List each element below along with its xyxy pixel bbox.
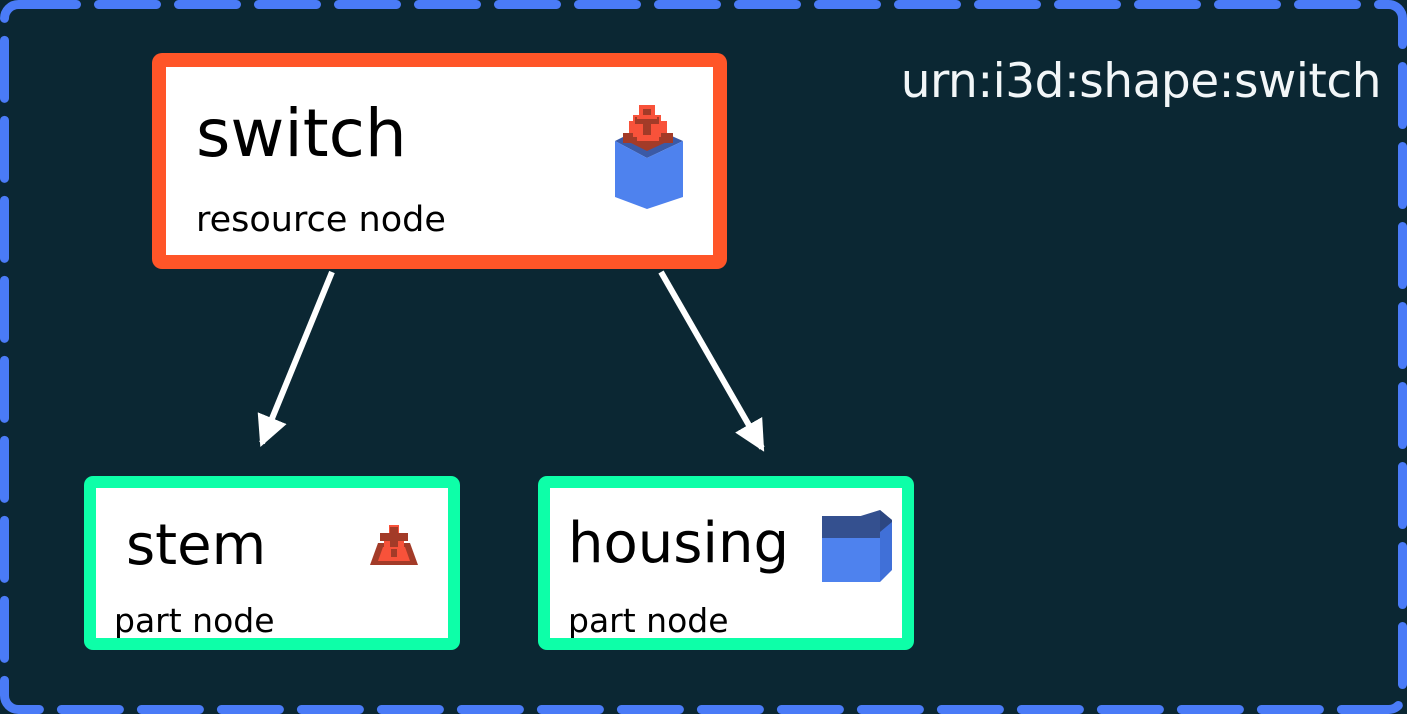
housing-cube-icon [818,506,896,592]
node-housing[interactable]: housing part node [538,476,914,650]
graph-title: urn:i3d:shape:switch [900,54,1382,109]
node-stem[interactable]: stem part node [84,476,460,650]
node-housing-kind: part node [568,601,729,638]
node-stem-kind: part node [114,601,275,638]
node-housing-body: housing part node [550,488,902,638]
edge-switch-to-stem [257,270,335,448]
node-switch-kind: resource node [196,200,446,240]
node-stem-label: stem [126,513,267,578]
node-stem-body: stem part node [96,488,448,638]
node-switch[interactable]: switch resource node [152,53,727,269]
node-switch-label: switch [196,95,407,172]
stem-keycap-icon [366,521,422,573]
edge-switch-to-housing [658,270,765,452]
node-housing-label: housing [568,511,790,576]
switch-cube-icon [603,101,691,217]
node-switch-body: switch resource node [166,67,713,255]
